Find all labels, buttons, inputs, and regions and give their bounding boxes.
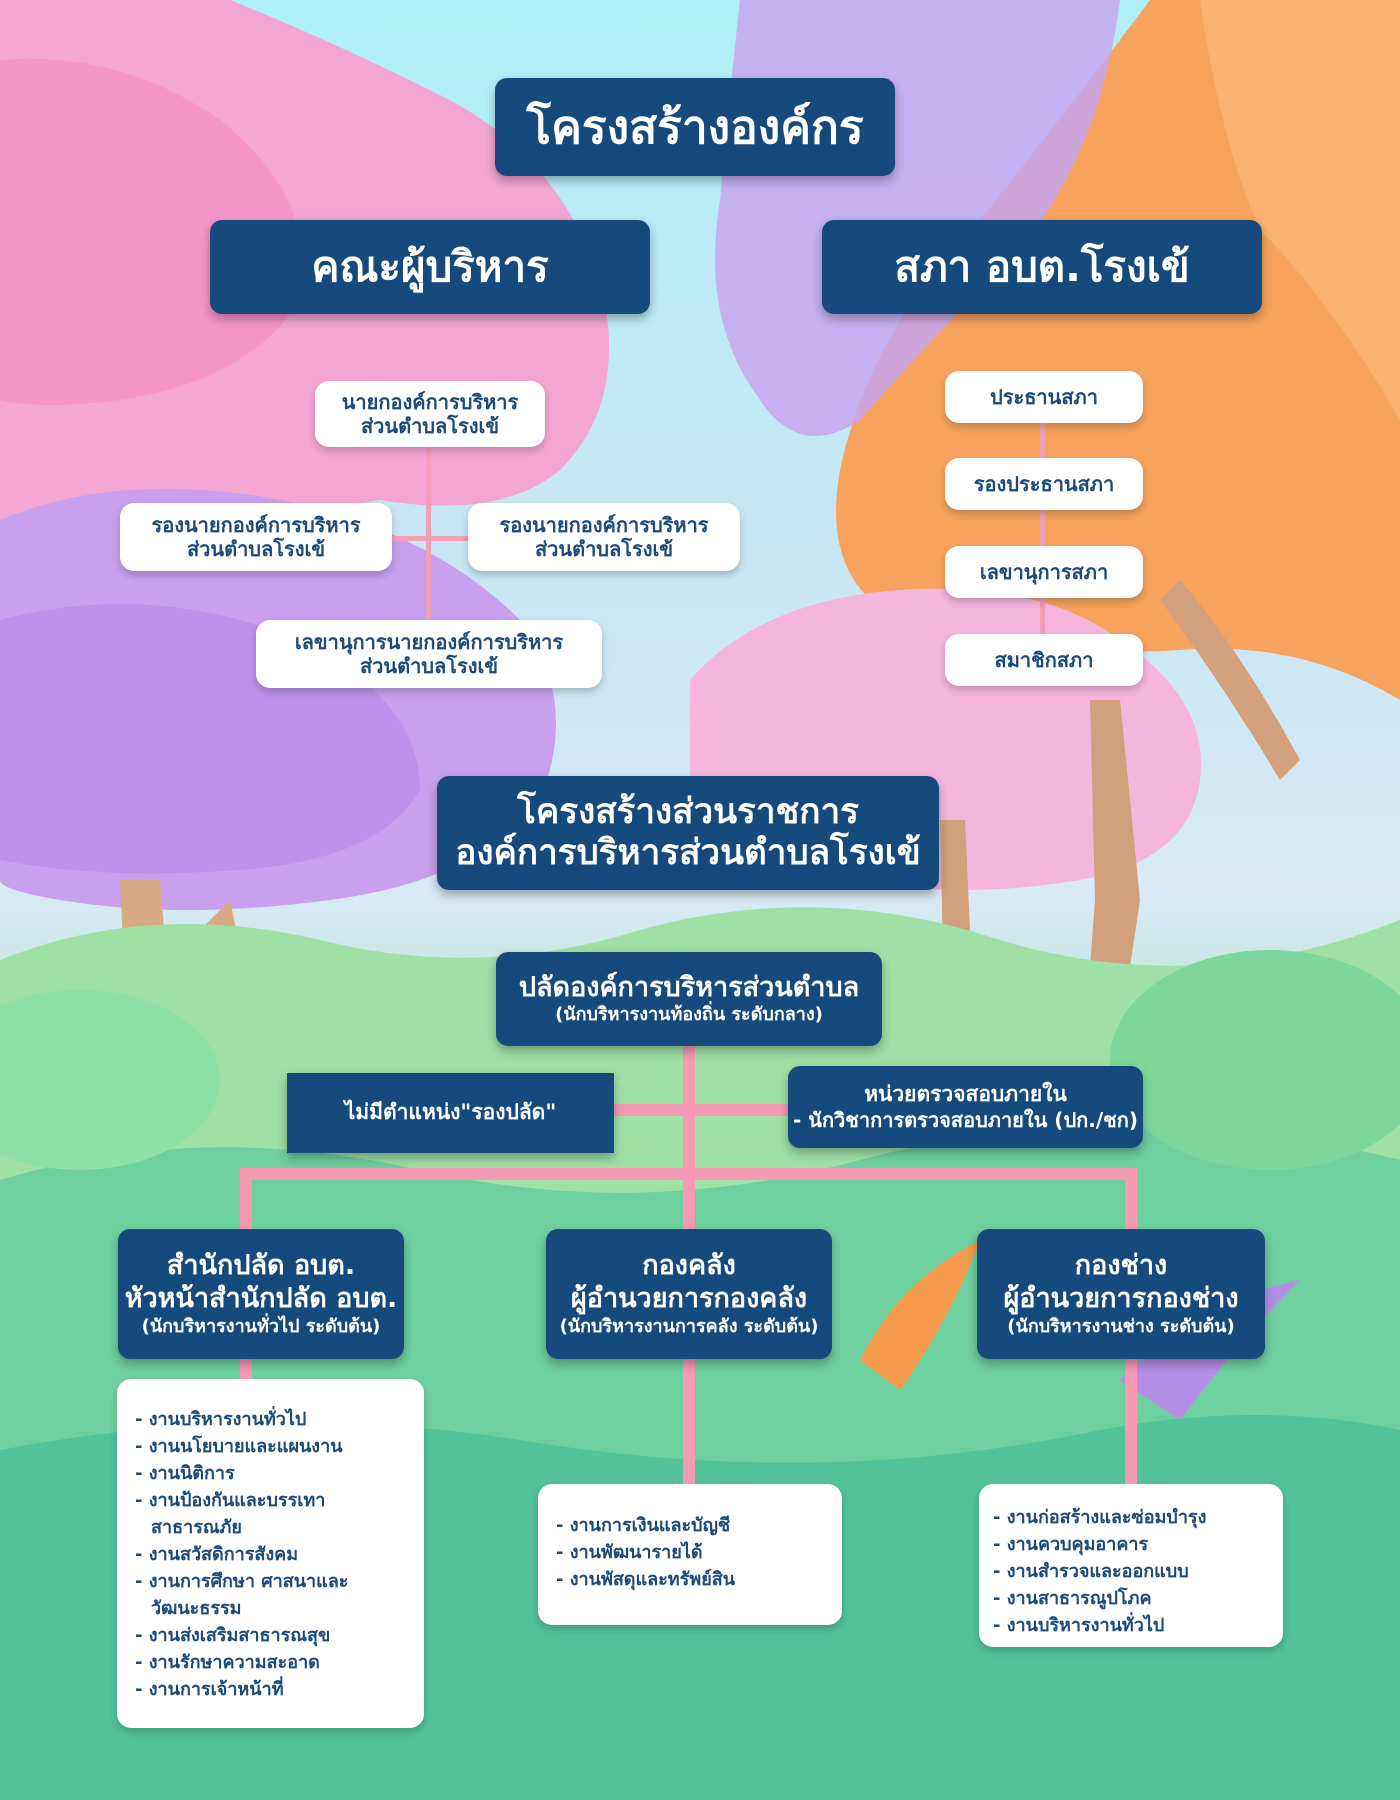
- engineering-division-box: กองช่าง ผู้อำนวยการกองช่าง (นักบริหารงาน…: [977, 1229, 1265, 1359]
- deputy-left-line-1: รองนายกองค์การบริหาร: [151, 513, 361, 537]
- deputy-right-line-1: รองนายกองค์การบริหาร: [499, 513, 709, 537]
- list-item: งานพัสดุและทรัพย์สิน: [556, 1566, 832, 1593]
- mayor-line-2: ส่วนตำบลโรงเข้: [360, 414, 500, 438]
- list-item: งานการศึกษา ศาสนาและวัฒนะธรรม: [135, 1568, 371, 1622]
- internal-audit-box: หน่วยตรวจสอบภายใน - นักวิชาการตรวจสอบภาย…: [788, 1066, 1143, 1148]
- office-subtitle: (นักบริหารงานทั่วไป ระดับต้น): [141, 1315, 381, 1337]
- list-item: งานการเจ้าหน้าที่: [135, 1676, 414, 1703]
- executive-horizontal-connector: [390, 536, 470, 541]
- council-president-box: ประธานสภา: [945, 371, 1143, 423]
- audit-title: หน่วยตรวจสอบภายใน: [864, 1082, 1067, 1106]
- deputy-right-line-2: ส่วนตำบลโรงเข้: [534, 537, 674, 561]
- government-structure-title: โครงสร้างส่วนราชการ องค์การบริหารส่วนตำบ…: [437, 776, 939, 890]
- secretary-line-2: ส่วนตำบลโรงเข้: [359, 654, 499, 678]
- secretary-line-1: เลขานุการนายกองค์การบริหาร: [294, 630, 564, 654]
- finance-subtitle: (นักบริหารงานการคลัง ระดับต้น): [559, 1315, 819, 1337]
- list-item: งานพัฒนารายได้: [556, 1539, 832, 1566]
- list-item: งานส่งเสริมสาธารณสุข: [135, 1622, 414, 1649]
- deputy-left-line-2: ส่วนตำบลโรงเข้: [186, 537, 326, 561]
- chief-subtitle: (นักบริหารงานท้องถิ่น ระดับกลาง): [555, 1004, 823, 1026]
- page-title: โครงสร้างองค์กร: [495, 78, 895, 176]
- mayor-secretary-box: เลขานุการนายกองค์การบริหาร ส่วนตำบลโรงเข…: [256, 620, 602, 688]
- list-item: งานรักษาความสะอาด: [135, 1649, 414, 1676]
- list-item: งานนโยบายและแผนงาน: [135, 1433, 414, 1460]
- finance-division-box: กองคลัง ผู้อำนวยการกองคลัง (นักบริหารงาน…: [546, 1229, 832, 1359]
- list-item: งานสำรวจและออกแบบ: [993, 1558, 1273, 1585]
- mayor-line-1: นายกองค์การบริหาร: [341, 390, 519, 414]
- engineering-subtitle: (นักบริหารงานช่าง ระดับต้น): [1007, 1315, 1235, 1337]
- engineering-task-list: งานก่อสร้างและซ่อมบำรุง งานควบคุมอาคาร ง…: [979, 1484, 1283, 1647]
- government-title-line-2: องค์การบริหารส่วนตำบลโรงเข้: [455, 833, 921, 873]
- council-secretary-box: เลขานุการสภา: [945, 546, 1143, 598]
- list-item: งานป้องกันและบรรเทาสาธารณภัย: [135, 1487, 381, 1541]
- government-title-line-1: โครงสร้างส่วนราชการ: [517, 791, 859, 832]
- list-item: งานก่อสร้างและซ่อมบำรุง: [993, 1504, 1273, 1531]
- list-item: งานการเงินและบัญชี: [556, 1512, 832, 1539]
- chief-administrator-box: ปลัดองค์การบริหารส่วนตำบล (นักบริหารงานท…: [496, 952, 882, 1046]
- list-item: งานควบคุมอาคาร: [993, 1531, 1273, 1558]
- finance-title-line-2: ผู้อำนวยการกองคลัง: [570, 1283, 808, 1315]
- chief-title: ปลัดองค์การบริหารส่วนตำบล: [518, 971, 860, 1003]
- finance-task-list: งานการเงินและบัญชี งานพัฒนารายได้ งานพัส…: [538, 1484, 842, 1625]
- finance-title-line-1: กองคลัง: [642, 1250, 736, 1282]
- office-title-line-2: หัวหน้าสำนักปลัด อบต.: [124, 1283, 398, 1315]
- no-deputy-box: ไม่มีตำแหน่ง"รองปลัด": [287, 1073, 614, 1153]
- list-item: งานบริหารงานทั่วไป: [135, 1406, 414, 1433]
- mayor-box: นายกองค์การบริหาร ส่วนตำบลโรงเข้: [315, 381, 545, 447]
- engineering-title-line-1: กองช่าง: [1074, 1250, 1168, 1282]
- departments-horizontal-connector: [240, 1168, 1137, 1180]
- council-vice-president-box: รองประธานสภา: [945, 458, 1143, 510]
- office-task-list: งานบริหารงานทั่วไป งานนโยบายและแผนงาน งา…: [117, 1379, 424, 1728]
- executive-vertical-connector: [426, 446, 431, 622]
- deputy-mayor-left-box: รองนายกองค์การบริหาร ส่วนตำบลโรงเข้: [120, 503, 392, 571]
- list-item: งานสาธารณูปโภค: [993, 1585, 1273, 1612]
- side-units-connector: [612, 1104, 794, 1116]
- list-item: งานบริหารงานทั่วไป: [993, 1612, 1273, 1639]
- audit-subtitle: - นักวิชาการตรวจสอบภายใน (ปก./ชก): [793, 1107, 1138, 1132]
- list-item: งานสวัสดิการสังคม: [135, 1541, 414, 1568]
- council-header: สภา อบต.โรงเข้: [822, 220, 1262, 314]
- office-of-chief-box: สำนักปลัด อบต. หัวหน้าสำนักปลัด อบต. (นั…: [118, 1229, 404, 1359]
- executive-header: คณะผู้บริหาร: [210, 220, 650, 314]
- deputy-mayor-right-box: รองนายกองค์การบริหาร ส่วนตำบลโรงเข้: [468, 503, 740, 571]
- council-vertical-connector: [1040, 420, 1045, 650]
- list-item: งานนิติการ: [135, 1460, 414, 1487]
- office-title-line-1: สำนักปลัด อบต.: [166, 1250, 356, 1282]
- council-member-box: สมาชิกสภา: [945, 634, 1143, 686]
- engineering-title-line-2: ผู้อำนวยการกองช่าง: [1003, 1283, 1239, 1315]
